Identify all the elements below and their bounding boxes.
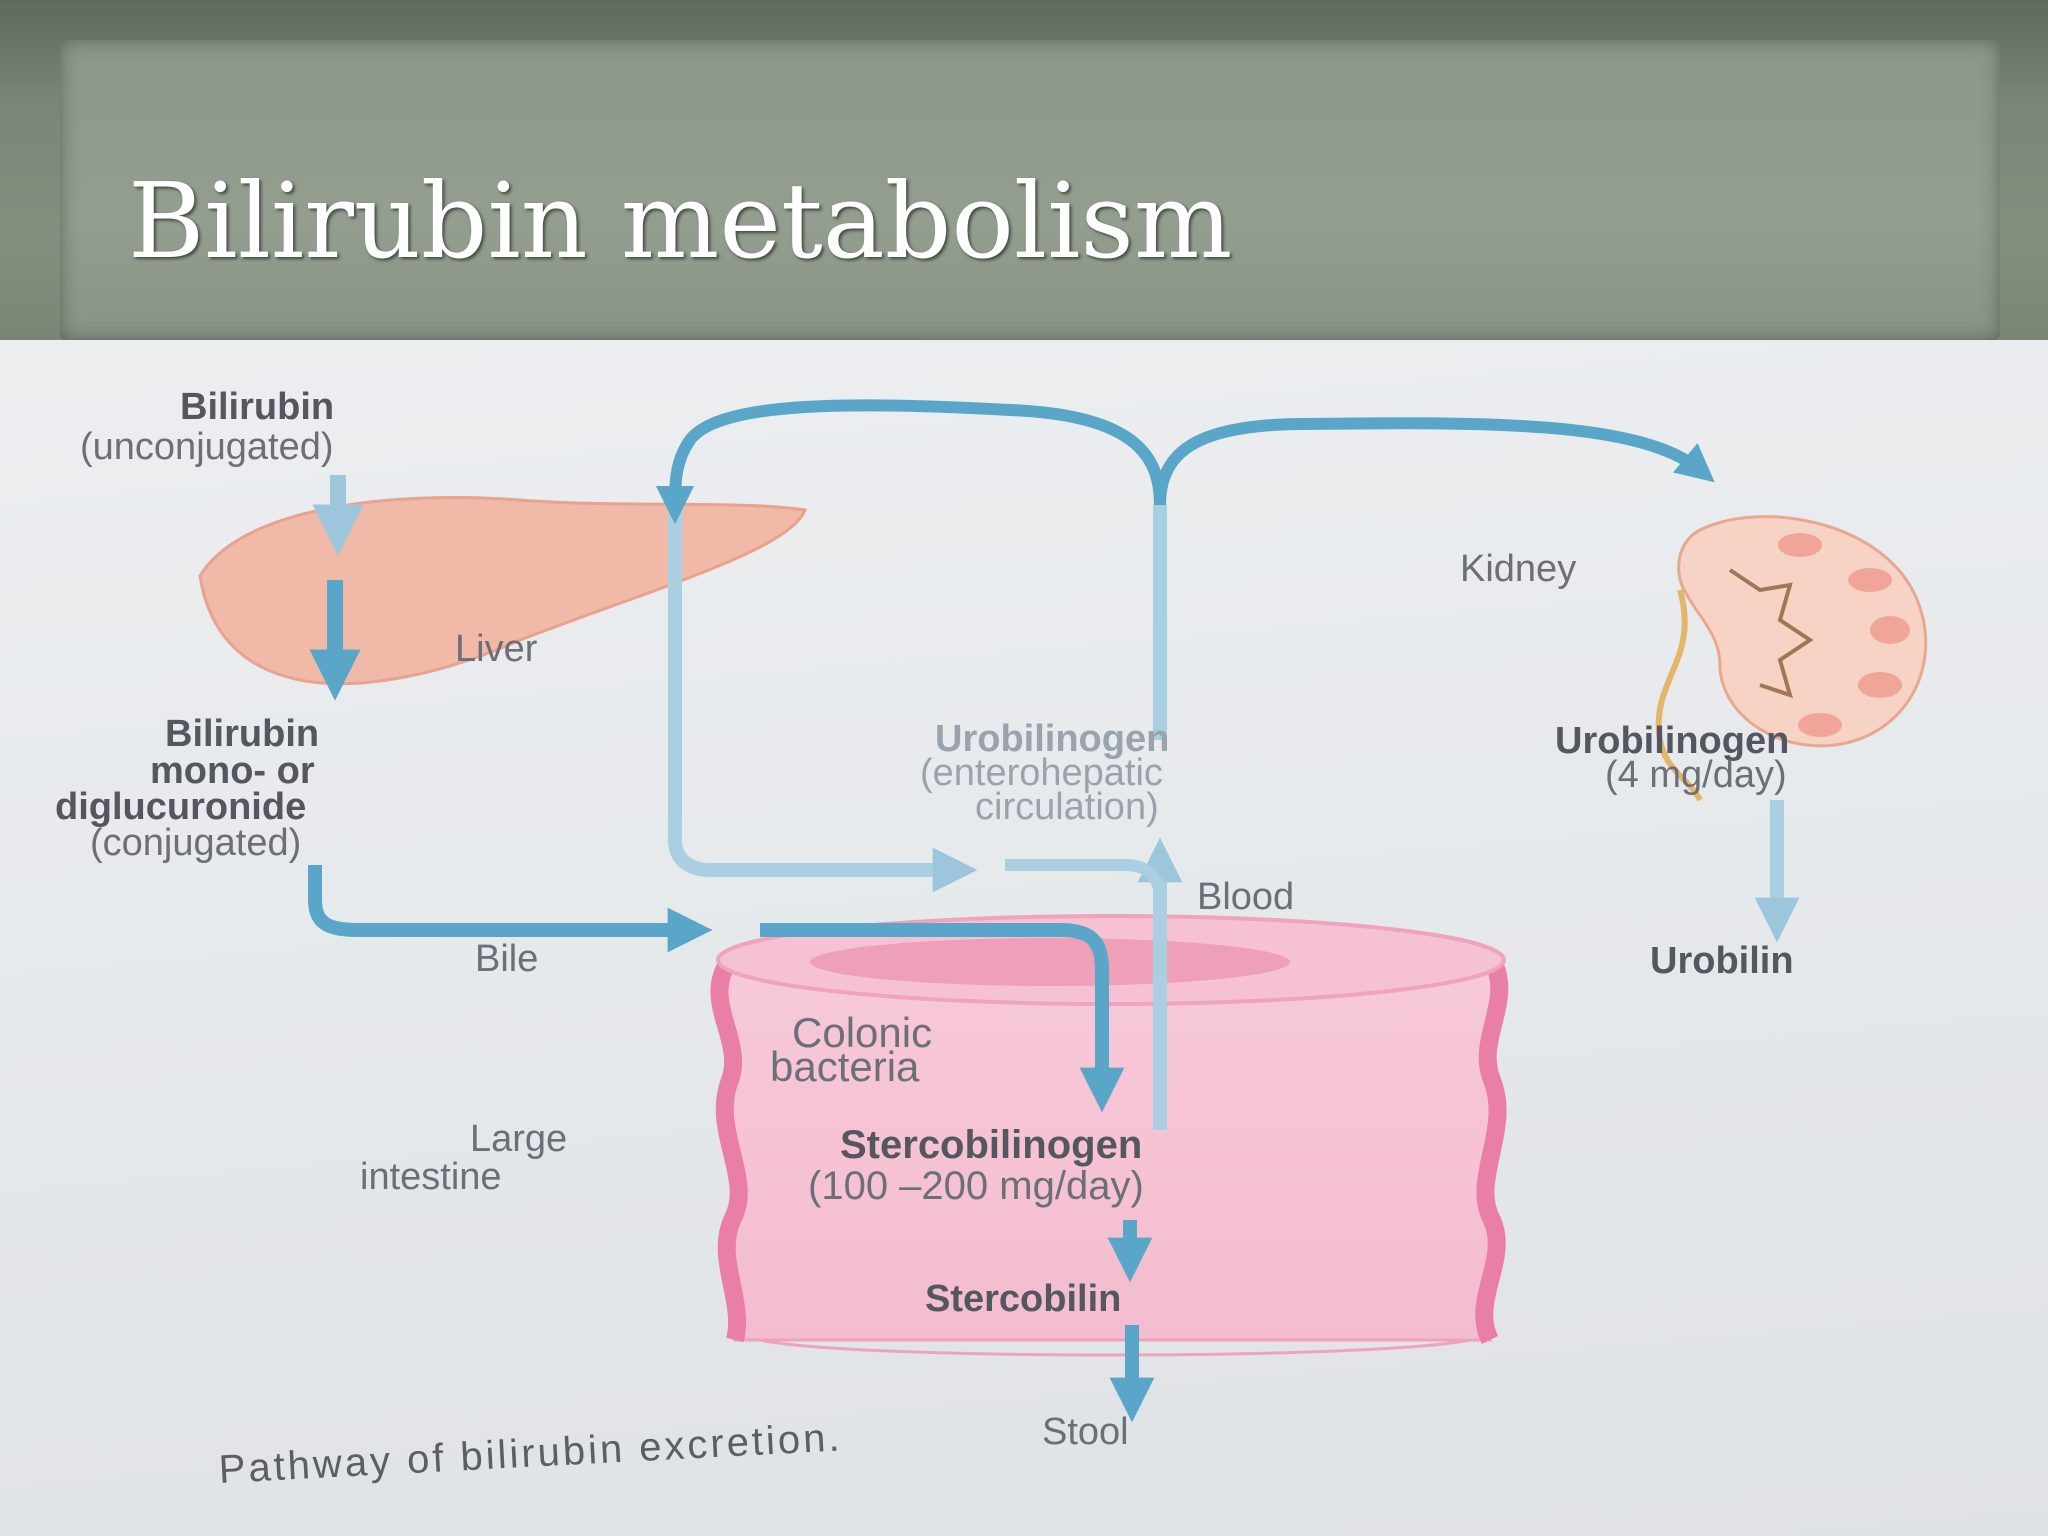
label-conj-mono: mono- or	[150, 750, 315, 792]
arrow-liver-return	[668, 510, 978, 893]
label-intestine: intestine	[360, 1156, 502, 1198]
label-stercobilinogen: Stercobilinogen	[840, 1123, 1143, 1167]
label-large: Large	[470, 1118, 568, 1160]
label-4mg-day: (4 mg/day)	[1605, 754, 1787, 796]
label-stercobilin: Stercobilin	[925, 1278, 1122, 1320]
slide-title: Bilirubin metabolism	[128, 160, 1233, 282]
label-colonic: Colonic	[792, 1009, 933, 1056]
label-bilirubin: Bilirubin	[180, 386, 335, 428]
label-enterohepatic: (enterohepatic	[920, 752, 1163, 794]
label-urobilinogen-kidney: Urobilinogen	[1555, 720, 1790, 762]
label-unconjugated: (unconjugated)	[80, 426, 334, 468]
pathway-diagram	[198, 399, 1928, 1423]
label-urobilinogen-entero: Urobilinogen	[935, 718, 1170, 760]
label-circulation: circulation)	[975, 786, 1159, 828]
label-bacteria: bacteria	[770, 1043, 920, 1090]
arrow-into-intestine	[760, 923, 1125, 1113]
large-intestine-shape	[710, 914, 1509, 1357]
kidney-shape	[1655, 515, 1928, 802]
title-paper-strip	[60, 40, 2000, 340]
arrow-to-kidney	[1154, 417, 1715, 506]
label-conj-diglucuronide: diglucuronide	[55, 786, 307, 828]
label-conjugated: (conjugated)	[90, 822, 302, 864]
diagram-photo: Bilirubin (unconjugated) Liver Bilirubin…	[0, 340, 2048, 1536]
arrow-bile	[308, 865, 713, 953]
label-kidney: Kidney	[1460, 548, 1577, 590]
label-bile: Bile	[475, 938, 539, 980]
arrow-to-liver-top	[655, 399, 1166, 525]
slide-header: Bilirubin metabolism	[0, 0, 2048, 340]
label-urobilin: Urobilin	[1650, 940, 1794, 982]
blood-junction	[1005, 859, 1166, 901]
label-100-200-mg-day: (100 –200 mg/day)	[808, 1164, 1144, 1208]
label-conj-bilirubin: Bilirubin	[165, 713, 320, 755]
label-liver: Liver	[455, 628, 538, 670]
label-stool: Stool	[1042, 1411, 1129, 1453]
label-blood: Blood	[1197, 876, 1295, 918]
